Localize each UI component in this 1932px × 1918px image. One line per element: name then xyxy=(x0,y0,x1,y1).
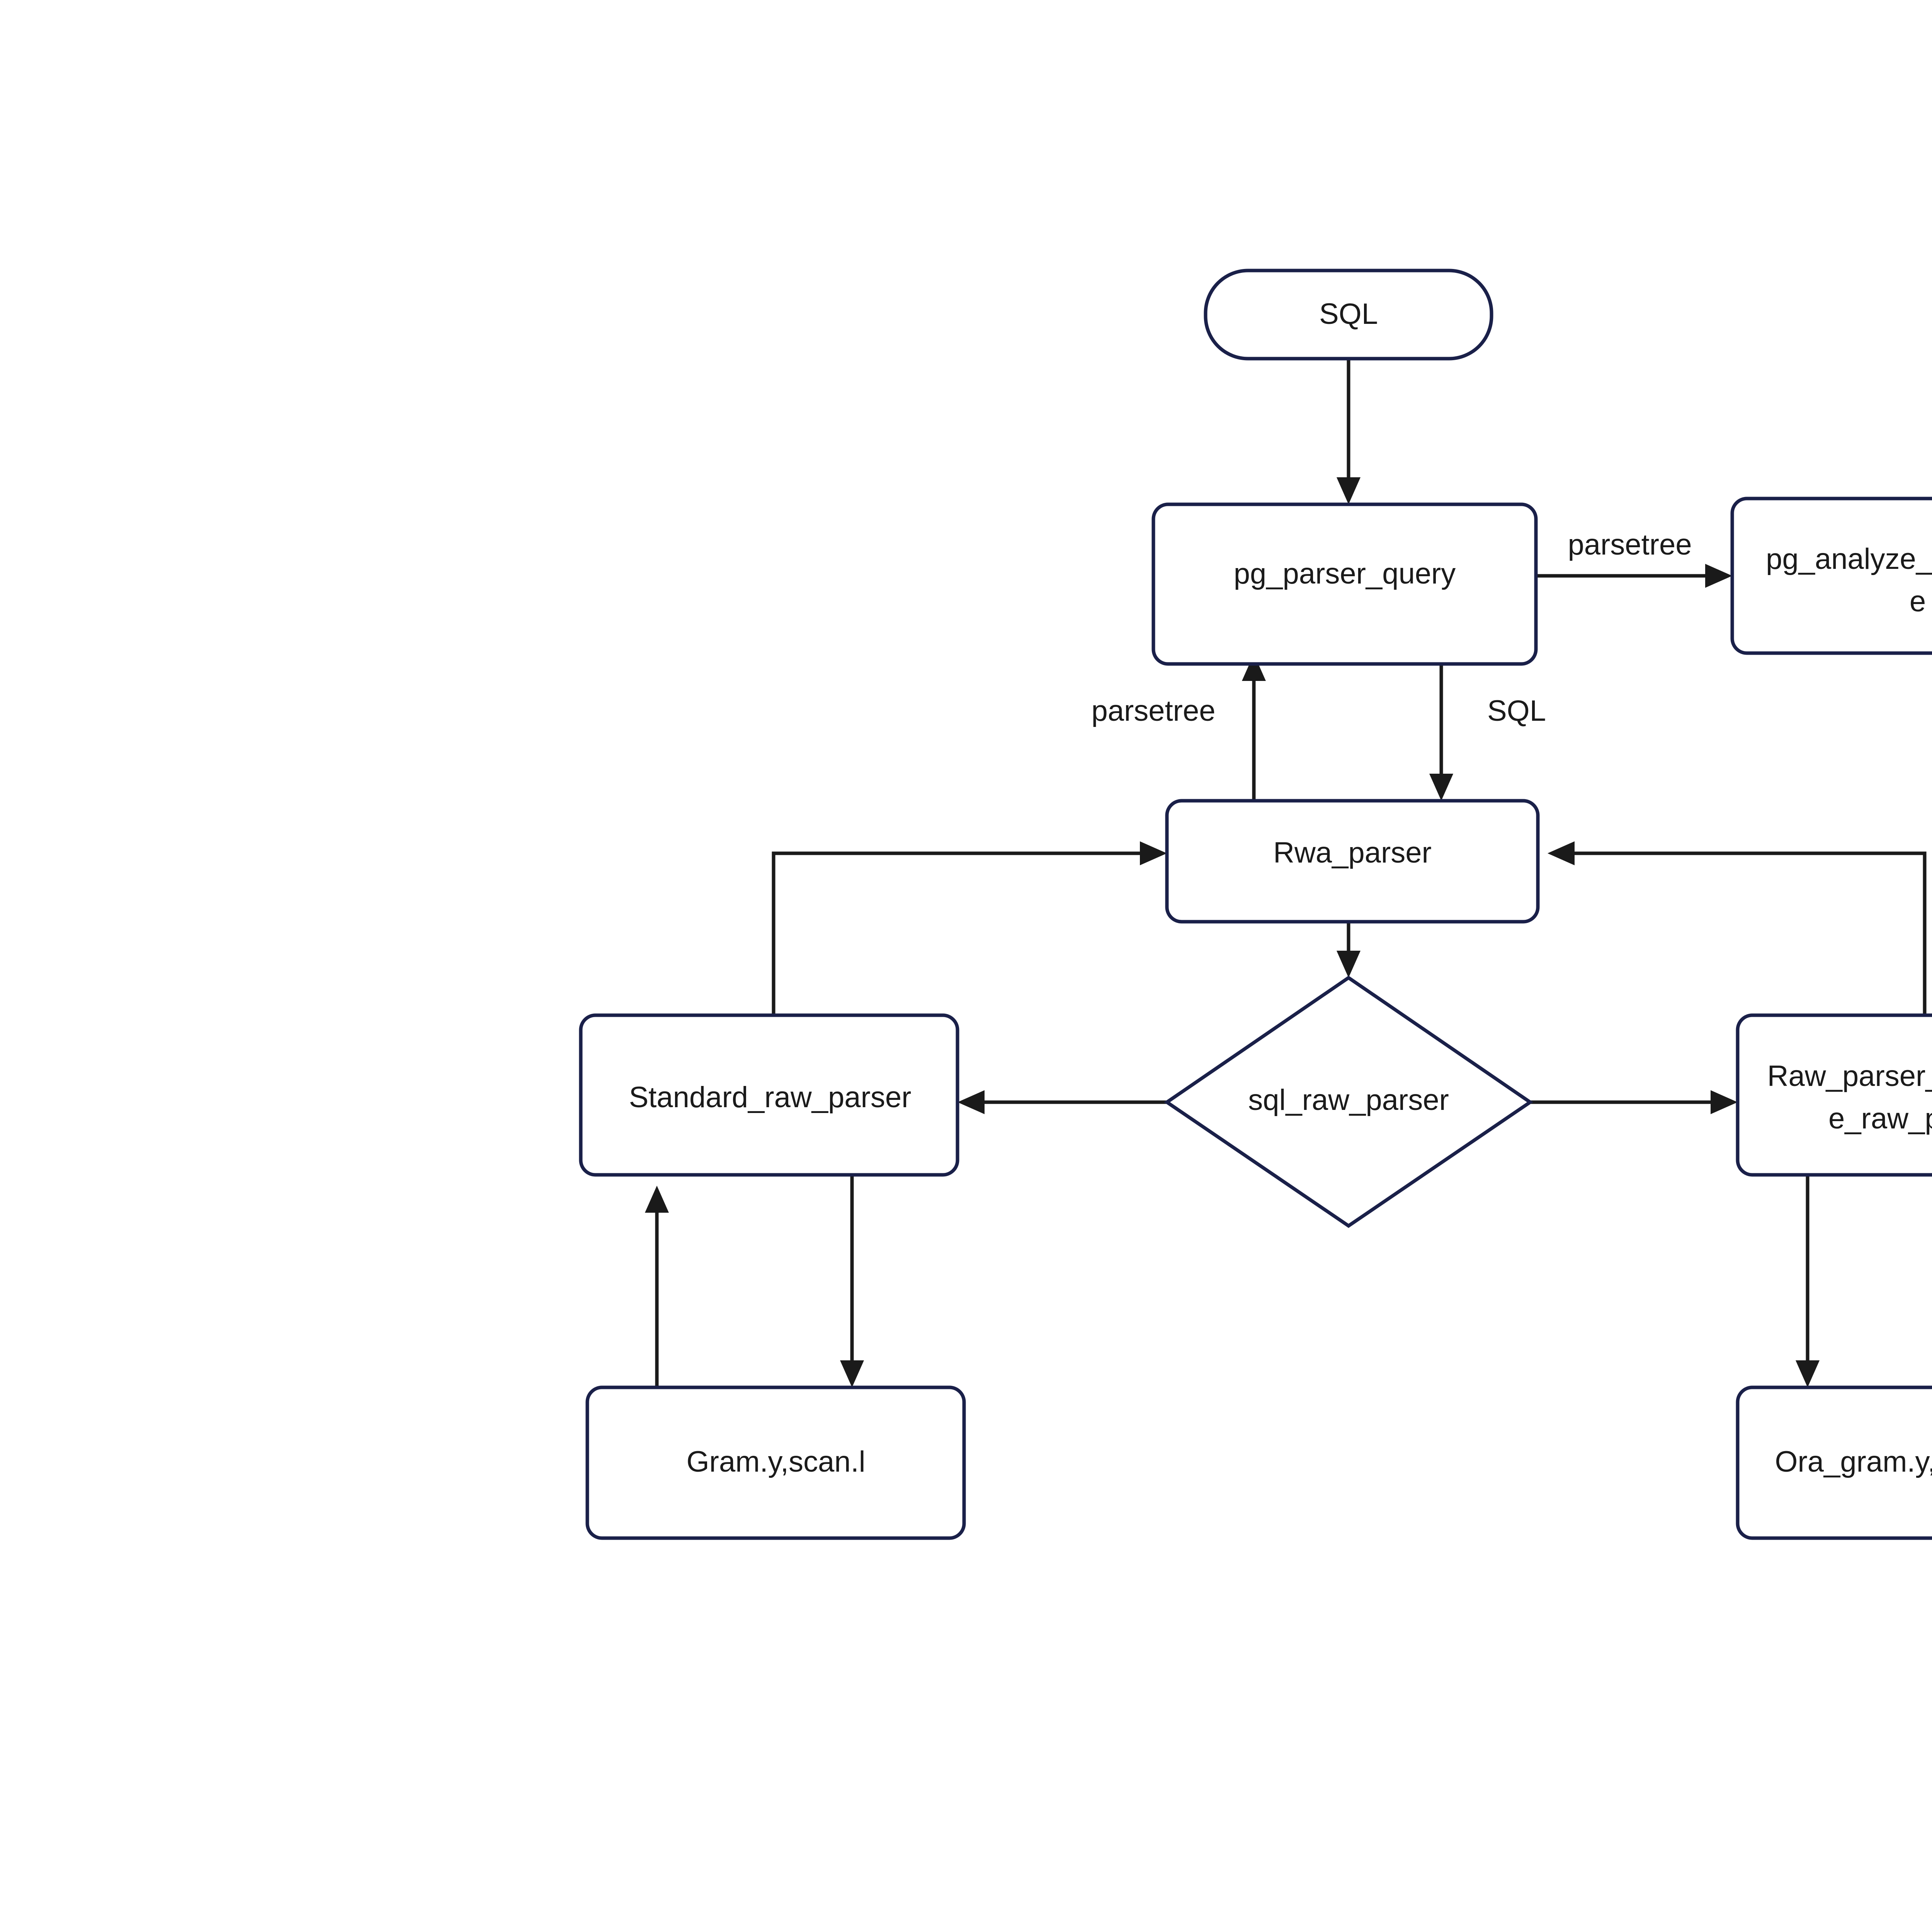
arrow-head-up xyxy=(1242,654,1266,681)
arrow-head-down xyxy=(1337,477,1361,504)
node-sql-raw-parser[interactable]: sql_raw_parser xyxy=(1164,975,1533,1228)
edge-sql-raw-parser-to-standard-raw-parser xyxy=(957,1090,1167,1114)
edge-pg-parser-query-to-rwa-parser: SQL xyxy=(1429,664,1546,801)
node-shape-process xyxy=(1730,497,1932,655)
node-label-gram-scan: Gram.y,scan.l xyxy=(686,1445,865,1478)
node-shape-decision xyxy=(1164,975,1533,1228)
node-label-standard-raw-parser: Standard_raw_parser xyxy=(629,1081,912,1114)
node-shape-process xyxy=(1736,1013,1932,1177)
node-shape-terminator xyxy=(1204,269,1493,361)
node-label-pg-analyze-and-rewrite-line2: e xyxy=(1910,585,1926,618)
edge-rwa-parser-to-pg-parser-query: parsetree xyxy=(1091,654,1266,801)
arrow-head-right xyxy=(1705,564,1732,588)
arrow-head-left xyxy=(957,1090,985,1114)
arrow-head-down xyxy=(1337,951,1361,978)
node-label-rwa-parser: Rwa_parser xyxy=(1273,836,1432,869)
node-ora-gram-scan[interactable]: Ora_gram.y,ora_scan.l xyxy=(1736,1385,1932,1540)
node-shape-process xyxy=(1151,502,1538,666)
node-shape-process xyxy=(579,1013,959,1177)
node-pg-analyze-and-rewrite[interactable]: pg_analyze_and_rewrit e xyxy=(1730,497,1932,655)
arrow-head-left xyxy=(1548,841,1575,865)
edge-raw-parser-hook-to-rwa-parser xyxy=(1548,841,1927,1015)
edge-label-parsetree-up: parsetree xyxy=(1091,694,1215,727)
edge-raw-parser-hook-to-ora-gram-scan xyxy=(1796,1175,1820,1387)
node-label-raw-parser-hook-line1: Raw_parser_hook(oracl xyxy=(1767,1060,1932,1093)
node-sql-input[interactable]: SQL xyxy=(1204,269,1493,361)
edge-polyline xyxy=(1565,851,1927,1015)
edge-gram-scan-to-standard-raw-parser xyxy=(645,1186,669,1387)
edge-sql-to-pg-parser-query xyxy=(1337,359,1361,504)
edge-sql-raw-parser-to-raw-parser-hook xyxy=(1530,1090,1738,1114)
node-label-pg-parser-query: pg_parser_query xyxy=(1234,557,1456,590)
node-shape-process xyxy=(1736,1385,1932,1540)
node-gram-scan[interactable]: Gram.y,scan.l xyxy=(585,1385,966,1540)
arrow-head-up xyxy=(645,1186,669,1213)
node-label-ora-gram-scan: Ora_gram.y,ora_scan.l xyxy=(1775,1445,1932,1478)
edge-standard-raw-parser-to-gram-scan xyxy=(840,1175,864,1387)
edge-polyline xyxy=(772,851,1150,1015)
node-label-raw-parser-hook-line2: e_raw_parser) xyxy=(1828,1102,1932,1135)
node-shape-process xyxy=(1165,799,1540,924)
node-label-pg-analyze-and-rewrite-line1: pg_analyze_and_rewrit xyxy=(1766,543,1932,575)
node-raw-parser-hook[interactable]: Raw_parser_hook(oracl e_raw_parser) xyxy=(1736,1013,1932,1177)
arrow-head-right xyxy=(1711,1090,1738,1114)
node-shape-process xyxy=(585,1385,966,1540)
edge-pg-parser-query-to-pg-analyze: parsetree xyxy=(1536,528,1732,588)
edge-standard-raw-parser-to-rwa-parser xyxy=(772,841,1167,1015)
arrow-head-down xyxy=(840,1360,864,1387)
node-rwa-parser[interactable]: Rwa_parser xyxy=(1165,799,1540,924)
edge-rwa-parser-to-sql-raw-parser xyxy=(1337,922,1361,978)
arrow-head-down xyxy=(1796,1360,1820,1387)
node-pg-parser-query[interactable]: pg_parser_query xyxy=(1151,502,1538,666)
arrow-head-right xyxy=(1140,841,1167,865)
arrow-head-down xyxy=(1429,774,1453,801)
node-label-sql-input: SQL xyxy=(1319,298,1378,330)
edge-label-sql-down: SQL xyxy=(1487,694,1546,727)
node-label-sql-raw-parser: sql_raw_parser xyxy=(1248,1084,1449,1116)
edge-label-parsetree-analyze: parsetree xyxy=(1568,528,1692,561)
node-standard-raw-parser[interactable]: Standard_raw_parser xyxy=(579,1013,959,1177)
